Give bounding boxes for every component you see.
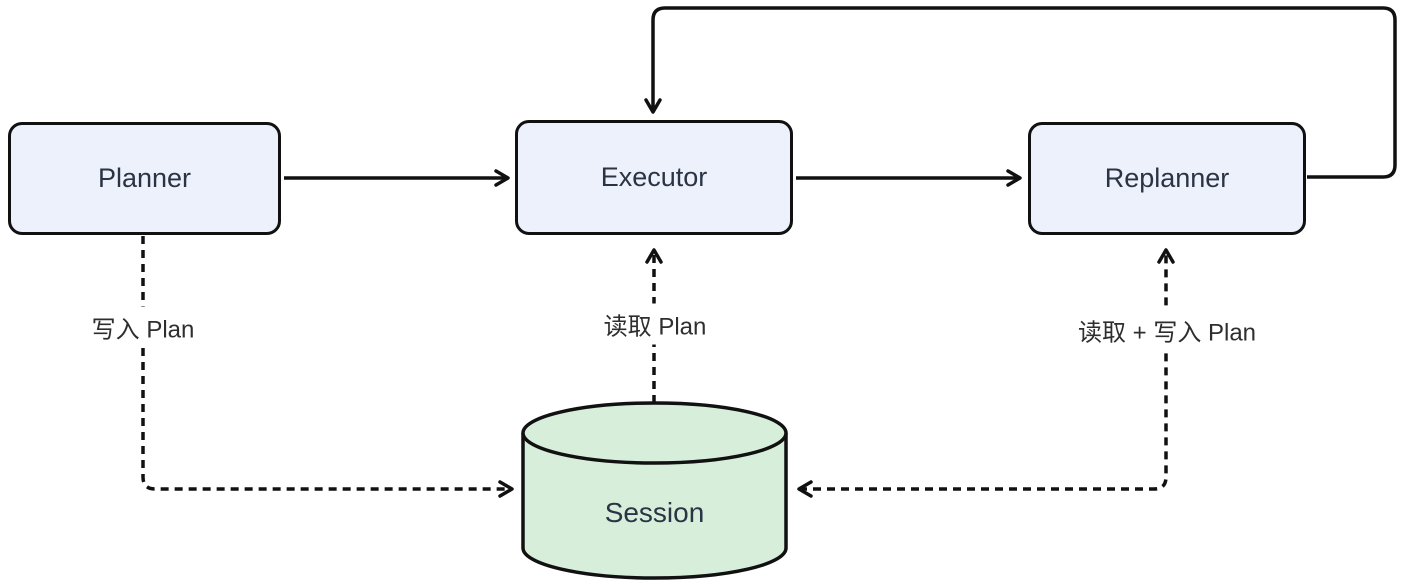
edge-replanner-session — [797, 248, 1175, 498]
node-planner-label: Planner — [97, 163, 192, 193]
node-replanner: Replanner — [1028, 122, 1306, 235]
edge-label-write-plan: 写入 Plan — [81, 306, 205, 348]
node-executor: Executor — [515, 120, 793, 235]
cylinder-lid — [521, 401, 788, 465]
edge-label-read-plan: 读取 Plan — [593, 303, 717, 345]
node-session-label: Session — [604, 497, 705, 528]
edge-planner-session — [141, 236, 514, 498]
node-replanner-label: Replanner — [1104, 163, 1230, 193]
node-executor-label: Executor — [600, 162, 708, 192]
node-session-cylinder — [521, 401, 788, 580]
edge-replanner-executor-loop — [644, 6, 1397, 179]
edge-label-read-write-plan: 读取 + 写入 Plan — [1067, 309, 1267, 351]
node-planner: Planner — [8, 122, 281, 235]
